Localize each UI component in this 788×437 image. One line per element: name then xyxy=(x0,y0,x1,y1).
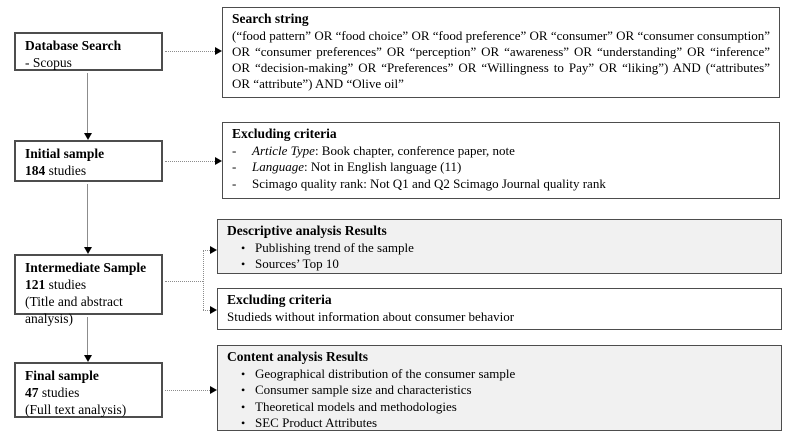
connector-initial-to-intermediate xyxy=(87,184,88,248)
arrowhead-right-icon xyxy=(210,306,217,314)
box-note: (Full text analysis) xyxy=(25,402,127,417)
list-item: • Publishing trend of the sample xyxy=(227,240,772,257)
bullet-icon: • xyxy=(241,366,246,381)
list-item: - Scimago quality rank: Not Q1 and Q2 Sc… xyxy=(232,176,770,193)
list-item: • Consumer sample size and characteristi… xyxy=(227,382,772,399)
list-item-text: Sources’ Top 10 xyxy=(255,256,339,271)
list-item: • Sources’ Top 10 xyxy=(227,256,772,273)
list-item-text: Language: Not in English language (11) xyxy=(252,159,461,176)
study-count: 47 xyxy=(25,385,39,400)
list-item: • Geographical distribution of the consu… xyxy=(227,366,772,383)
arrowhead-down-icon xyxy=(84,247,92,254)
box-title: Excluding criteria xyxy=(232,126,337,141)
list-item: • SEC Product Attributes xyxy=(227,415,772,432)
box-title: Excluding criteria xyxy=(227,292,332,307)
box-title: Initial sample xyxy=(25,146,105,161)
dash-icon: - xyxy=(232,159,237,174)
box-search-string: Search string (“food pattern” OR “food c… xyxy=(222,7,780,98)
list-item-text: Publishing trend of the sample xyxy=(255,239,414,255)
arrowhead-down-icon xyxy=(84,133,92,140)
dash-icon: - xyxy=(232,175,237,191)
box-database-search: Database Search - Scopus xyxy=(14,32,163,71)
search-string-text: (“food pattern” OR “food choice” OR “foo… xyxy=(232,27,770,91)
box-excluding-criteria-2: Excluding criteria Studieds without info… xyxy=(217,288,782,330)
bullet-icon: • xyxy=(241,240,246,255)
study-count-suffix: studies xyxy=(45,163,87,178)
box-title: Database Search xyxy=(25,38,122,53)
list-item-rest: : Book chapter, conference paper, note xyxy=(314,142,515,158)
dash-icon: - xyxy=(232,142,237,158)
list-item-text: Article Type: Book chapter, conference p… xyxy=(252,143,515,160)
box-title: Intermediate Sample xyxy=(25,260,147,275)
connector-branch-descriptive xyxy=(203,250,210,251)
box-count-line: 184 studies xyxy=(25,162,152,179)
connector-branch-excluding2 xyxy=(203,310,210,311)
connector-final-to-content xyxy=(165,390,210,391)
box-count-line: 121 studies xyxy=(25,276,152,293)
box-title: Descriptive analysis Results xyxy=(227,223,387,238)
arrowhead-right-icon xyxy=(215,157,222,165)
box-subtitle: - Scopus xyxy=(25,55,72,70)
box-initial-sample: Initial sample 184 studies xyxy=(14,140,163,182)
study-count: 121 xyxy=(25,277,46,292)
connector-intermediate-split xyxy=(203,250,204,310)
list-item-rest: Scimago quality rank: Not Q1 and Q2 Scim… xyxy=(252,175,606,191)
excluding-criteria-text: Studieds without information about consu… xyxy=(227,308,515,324)
bullet-icon: • xyxy=(241,399,246,414)
bullet-icon: • xyxy=(241,257,246,271)
list-item-text: SEC Product Attributes xyxy=(255,415,378,430)
connector-database-to-initial xyxy=(87,73,88,134)
list-item-italic: Article Type xyxy=(252,142,315,158)
study-count: 184 xyxy=(25,163,46,178)
box-title: Content analysis Results xyxy=(227,349,369,364)
box-count-line: 47 studies xyxy=(25,384,152,401)
list-item-text: Scimago quality rank: Not Q1 and Q2 Scim… xyxy=(252,176,606,193)
bullet-icon: • xyxy=(241,416,246,430)
connector-initial-to-excluding1 xyxy=(165,161,215,162)
arrowhead-down-icon xyxy=(84,355,92,362)
list-item-text: Consumer sample size and characteristics xyxy=(255,382,472,397)
arrowhead-right-icon xyxy=(215,47,222,55)
list-item-text: Geographical distribution of the consume… xyxy=(255,365,516,381)
connector-database-to-searchstring xyxy=(165,51,215,52)
box-note: (Title and abstract analysis) xyxy=(25,294,123,326)
list-item: - Article Type: Book chapter, conference… xyxy=(232,143,770,160)
list-item: • Theoretical models and methodologies xyxy=(227,399,772,416)
list-item: - Language: Not in English language (11) xyxy=(232,159,770,176)
study-count-suffix: studies xyxy=(45,277,87,292)
connector-intermediate-stem xyxy=(165,281,203,282)
box-final-sample: Final sample 47 studies (Full text analy… xyxy=(14,362,163,418)
arrowhead-right-icon xyxy=(210,246,217,254)
box-descriptive-results: Descriptive analysis Results • Publishin… xyxy=(217,219,782,274)
list-item-rest: : Not in English language (11) xyxy=(304,159,462,174)
connector-intermediate-to-final xyxy=(87,317,88,356)
box-excluding-criteria-1: Excluding criteria - Article Type: Book … xyxy=(222,122,780,199)
study-count-suffix: studies xyxy=(38,385,80,400)
arrowhead-right-icon xyxy=(210,386,217,394)
box-content-results: Content analysis Results • Geographical … xyxy=(217,345,782,431)
list-item-italic: Language xyxy=(252,159,304,174)
list-item-text: Theoretical models and methodologies xyxy=(255,398,457,414)
box-title: Search string xyxy=(232,11,309,26)
bullet-icon: • xyxy=(241,383,246,397)
box-intermediate-sample: Intermediate Sample 121 studies (Title a… xyxy=(14,254,163,326)
box-title: Final sample xyxy=(25,368,99,383)
